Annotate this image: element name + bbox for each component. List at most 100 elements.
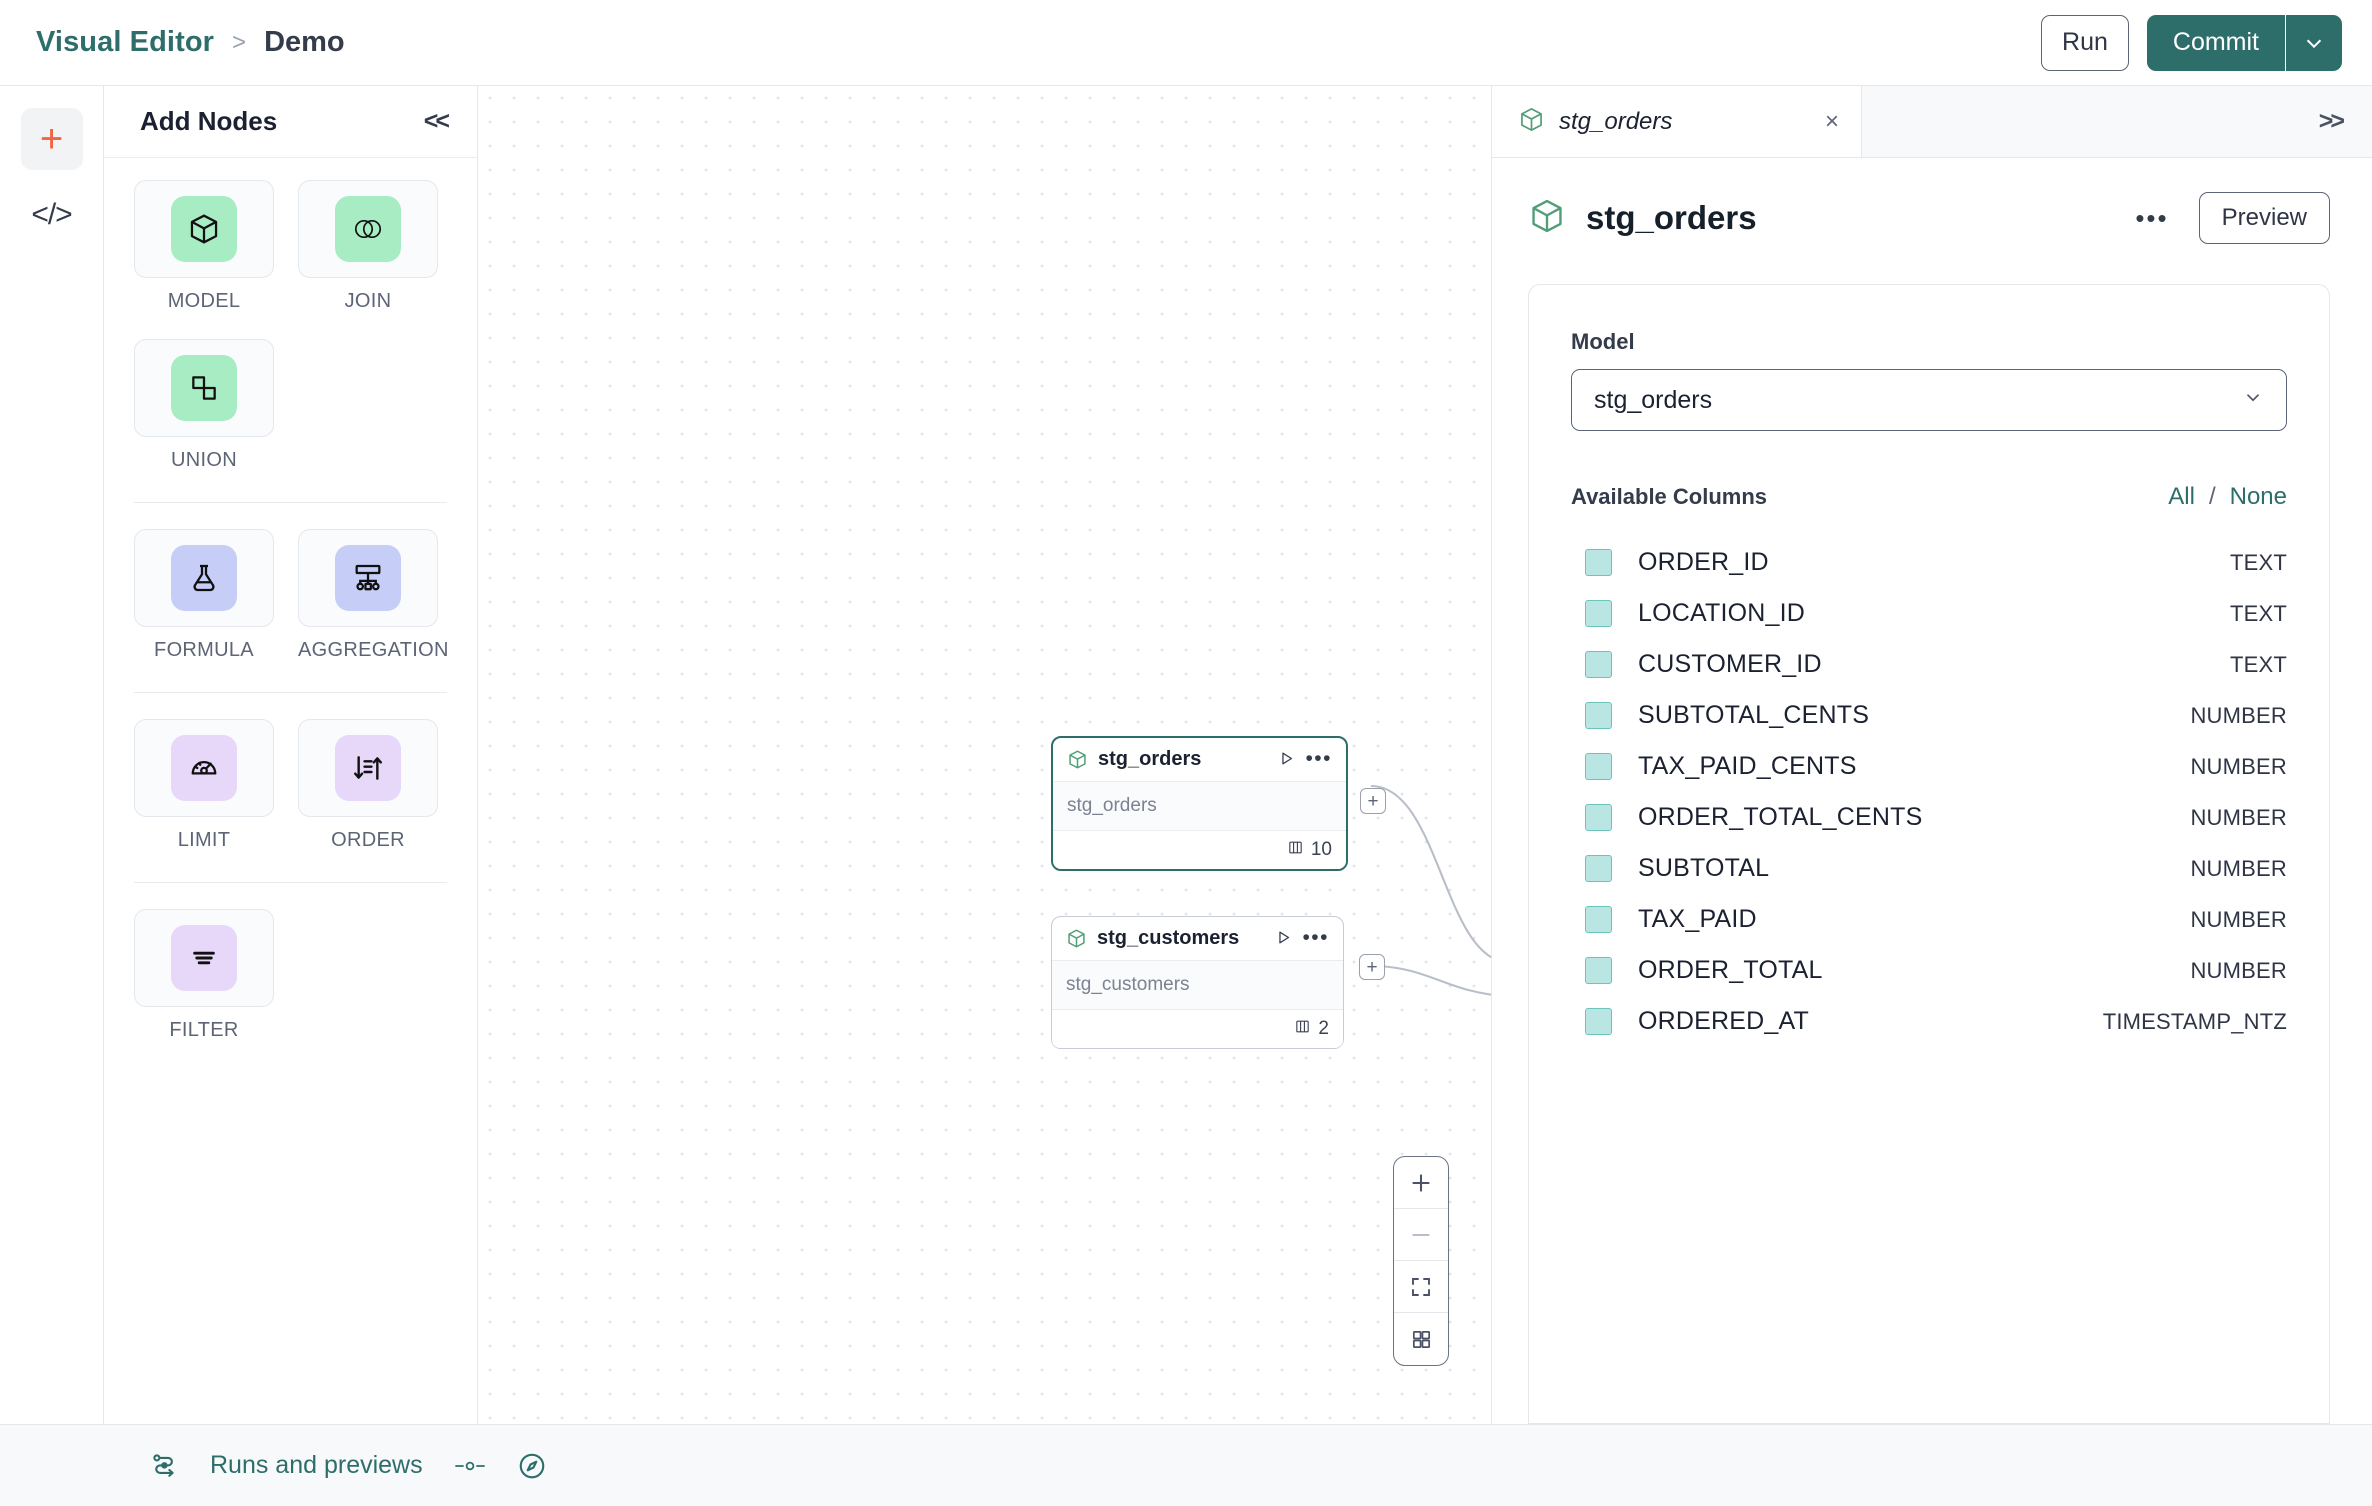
node-option-order[interactable]: ORDER: [298, 719, 438, 852]
toggle-icon[interactable]: [453, 1456, 487, 1476]
canvas-node-subtitle: stg_orders: [1067, 795, 1157, 816]
zoom-out-icon[interactable]: [1394, 1209, 1448, 1261]
breadcrumb-separator: >: [232, 28, 247, 56]
node-tile-model[interactable]: [134, 180, 274, 278]
add-nodes-title: Add Nodes: [140, 106, 278, 136]
column-type: NUMBER: [2190, 702, 2287, 728]
column-type: NUMBER: [2190, 906, 2287, 932]
column-row[interactable]: ORDER_TOTAL_CENTS NUMBER: [1571, 792, 2287, 843]
column-checkbox[interactable]: [1585, 906, 1612, 933]
node-tile-order[interactable]: [298, 719, 438, 817]
node-option-limit[interactable]: LIMIT: [134, 719, 274, 852]
column-name: TAX_PAID_CENTS: [1638, 752, 1857, 780]
column-row[interactable]: ORDER_TOTAL NUMBER: [1571, 945, 2287, 996]
flask-icon: [171, 545, 237, 611]
node-tile-aggregation[interactable]: [298, 529, 438, 627]
column-row[interactable]: SUBTOTAL_CENTS NUMBER: [1571, 690, 2287, 741]
layout-icon[interactable]: [1394, 1313, 1448, 1365]
canvas-node-stg-customers[interactable]: stg_customers ••• stg_customers 2 +: [1051, 916, 1385, 1049]
model-select[interactable]: stg_orders: [1571, 369, 2287, 431]
commit-button[interactable]: Commit: [2146, 14, 2286, 71]
column-row[interactable]: TAX_PAID NUMBER: [1571, 894, 2287, 945]
column-row[interactable]: ORDER_ID TEXT: [1571, 537, 2287, 588]
expand-panel-icon[interactable]: >>: [2318, 107, 2345, 135]
compass-icon[interactable]: [517, 1451, 547, 1481]
column-row[interactable]: CUSTOMER_ID TEXT: [1571, 639, 2287, 690]
node-label-filter: FILTER: [169, 1019, 239, 1041]
column-type: NUMBER: [2190, 804, 2287, 830]
available-columns-title: Available Columns: [1571, 484, 1768, 509]
column-checkbox[interactable]: [1585, 957, 1612, 984]
panel-tabbar-rest: >>: [1862, 86, 2372, 157]
add-node-rail-button[interactable]: +: [20, 108, 83, 170]
column-type: TIMESTAMP_NTZ: [2102, 1008, 2287, 1034]
runs-and-previews-group[interactable]: Runs and previews: [104, 1451, 547, 1481]
column-checkbox[interactable]: [1585, 753, 1612, 780]
fit-view-icon[interactable]: [1394, 1261, 1448, 1313]
column-row[interactable]: TAX_PAID_CENTS NUMBER: [1571, 741, 2287, 792]
canvas-node-subtitle: stg_customers: [1066, 974, 1190, 995]
node-label-aggregation: AGGREGATION: [298, 639, 449, 661]
flow-canvas[interactable]: stg_orders ••• stg_orders 10 +: [478, 86, 1492, 1424]
select-none-link[interactable]: None: [2229, 483, 2287, 510]
node-label-model: MODEL: [167, 290, 241, 312]
code-rail-button[interactable]: </>: [21, 184, 83, 246]
cube-icon: [1066, 928, 1087, 949]
column-checkbox[interactable]: [1585, 804, 1612, 831]
node-option-aggregation[interactable]: AGGREGATION: [298, 529, 449, 662]
run-node-icon[interactable]: [1278, 750, 1295, 770]
zoom-controls: [1393, 1156, 1449, 1366]
node-option-join[interactable]: JOIN: [298, 180, 438, 313]
column-type: TEXT: [2229, 600, 2287, 626]
breadcrumb-root[interactable]: Visual Editor: [36, 26, 215, 58]
node-menu-icon[interactable]: •••: [1305, 747, 1332, 771]
node-menu-icon[interactable]: •••: [1302, 926, 1329, 950]
column-checkbox[interactable]: [1585, 549, 1612, 576]
node-tile-formula[interactable]: [134, 529, 274, 627]
column-checkbox[interactable]: [1585, 855, 1612, 882]
zoom-in-icon[interactable]: [1394, 1157, 1448, 1209]
column-checkbox[interactable]: [1585, 651, 1612, 678]
edge-orders-to-join: [1370, 784, 1491, 959]
close-icon[interactable]: ×: [1824, 107, 1839, 135]
node-option-filter[interactable]: FILTER: [134, 909, 274, 1042]
commit-dropdown-button[interactable]: [2286, 14, 2342, 71]
column-name: TAX_PAID: [1638, 905, 1757, 933]
node-option-union[interactable]: UNION: [134, 339, 274, 472]
column-checkbox[interactable]: [1585, 702, 1612, 729]
column-row[interactable]: ORDERED_AT TIMESTAMP_NTZ: [1571, 996, 2287, 1047]
column-checkbox[interactable]: [1585, 600, 1612, 627]
gauge-icon: [171, 735, 237, 801]
venn-icon: [335, 196, 401, 262]
panel-menu-icon[interactable]: •••: [2135, 202, 2169, 233]
output-handle-orders[interactable]: +: [1360, 788, 1386, 814]
tab-stg-orders[interactable]: stg_orders ×: [1492, 86, 1862, 157]
column-row[interactable]: LOCATION_ID TEXT: [1571, 588, 2287, 639]
node-tile-union[interactable]: [134, 339, 274, 437]
select-all-link[interactable]: All: [2168, 483, 2195, 510]
run-node-icon[interactable]: [1275, 929, 1292, 949]
canvas-node-stg-orders[interactable]: stg_orders ••• stg_orders 10 +: [1051, 736, 1386, 871]
panel-divider-2: [134, 692, 447, 693]
column-row[interactable]: SUBTOTAL NUMBER: [1571, 843, 2287, 894]
icon-rail: + </>: [0, 86, 104, 1424]
add-nodes-panel: Add Nodes << MODEL: [104, 86, 478, 1424]
output-handle-customers[interactable]: +: [1359, 954, 1385, 980]
node-tile-limit[interactable]: [134, 719, 274, 817]
node-label-limit: LIMIT: [177, 829, 231, 851]
column-checkbox[interactable]: [1585, 1008, 1612, 1035]
panel-tabbar: stg_orders × >>: [1492, 86, 2372, 158]
node-tile-join[interactable]: [298, 180, 438, 278]
runs-and-previews-label: Runs and previews: [210, 1451, 423, 1479]
node-tile-filter[interactable]: [134, 909, 274, 1007]
preview-button[interactable]: Preview: [2198, 192, 2330, 244]
column-name: ORDER_ID: [1638, 548, 1769, 576]
collapse-panel-icon[interactable]: <<: [423, 107, 450, 135]
node-group-sources: MODEL JOIN: [104, 180, 477, 498]
breadcrumb: Visual Editor > Demo: [36, 26, 345, 59]
column-name: SUBTOTAL_CENTS: [1638, 701, 1870, 729]
aggregation-icon: [335, 545, 401, 611]
run-button[interactable]: Run: [2041, 14, 2129, 71]
node-option-model[interactable]: MODEL: [134, 180, 274, 313]
node-option-formula[interactable]: FORMULA: [134, 529, 274, 662]
